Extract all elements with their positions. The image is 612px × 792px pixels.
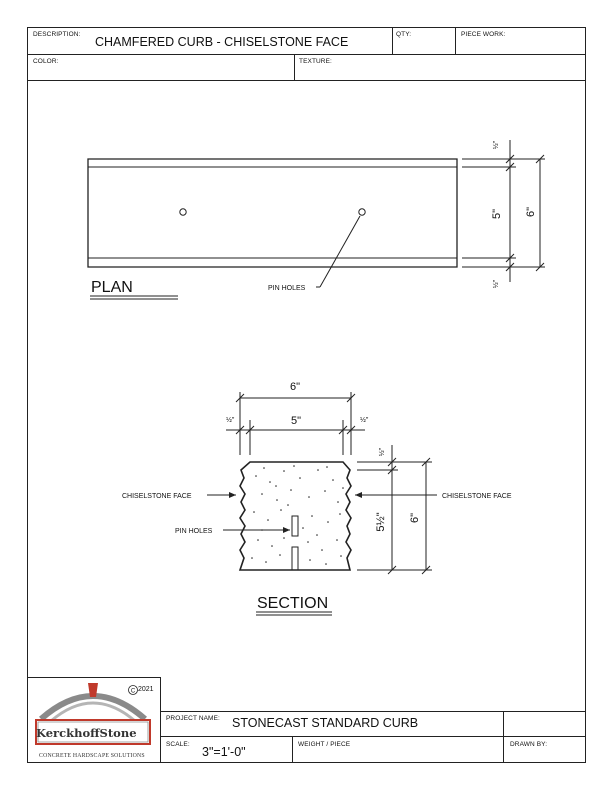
- description-label: DESCRIPTION:: [33, 31, 81, 38]
- plan-pin-leader: [320, 216, 360, 287]
- svg-text:C: C: [131, 689, 136, 695]
- kerckhoffstone-logo: C: [27, 683, 161, 763]
- project-name-label: PROJECT NAME:: [166, 715, 220, 722]
- description-value: CHAMFERED CURB - CHISELSTONE FACE: [95, 35, 349, 49]
- concrete-stipple: [251, 465, 344, 565]
- section-right-face-label: CHISELSTONE FACE: [442, 493, 512, 500]
- texture-cell: [294, 54, 586, 81]
- section-dim-top-half: ½": [378, 447, 386, 456]
- copyright-icon: [129, 686, 138, 695]
- drawn-by-cell: [503, 736, 586, 763]
- plan-heading: PLAN: [91, 279, 133, 296]
- plan-dim-inner: 5": [491, 209, 503, 219]
- weight-label: WEIGHT / PIECE: [298, 741, 351, 748]
- section-left-face-label: CHISELSTONE FACE: [122, 493, 192, 500]
- project-name-value: STONECAST STANDARD CURB: [232, 716, 419, 730]
- section-dim-inner-width: 5": [291, 415, 301, 427]
- section-dim-right-half: ½": [360, 416, 369, 424]
- plan-outline: [88, 159, 457, 267]
- section-heading: SECTION: [257, 595, 328, 612]
- copyright-year: 2021: [138, 686, 154, 693]
- section-dim-inner-height: 5½": [375, 512, 387, 531]
- scale-value: 3"=1'-0": [202, 745, 246, 759]
- color-label: COLOR:: [33, 58, 59, 65]
- section-pin-holes-label: PIN HOLES: [175, 528, 213, 535]
- section-dim-overall-width: 6": [290, 381, 300, 393]
- plan-dim-top-band: ½": [492, 140, 500, 149]
- project-extra-cell: [503, 711, 586, 737]
- qty-label: QTY:: [396, 31, 412, 38]
- section-profile: [240, 462, 351, 570]
- scale-label: SCALE:: [166, 741, 190, 748]
- logo-tagline: CONCRETE HARDSCAPE SOLUTIONS: [39, 753, 145, 759]
- plan-pin-hole-left: [180, 209, 186, 215]
- plan-dim-bottom-band: ½": [492, 279, 500, 288]
- piece-work-label: PIECE WORK:: [461, 31, 506, 38]
- texture-label: TEXTURE:: [299, 58, 332, 65]
- section-dim-left-half: ½": [226, 416, 235, 424]
- section-pin-hole-top: [292, 516, 298, 536]
- plan-dim-overall: 6": [525, 207, 537, 217]
- plan-pin-hole-right: [359, 209, 365, 215]
- logo-name: KerckhoffStone: [36, 726, 137, 740]
- plan-pin-holes-label: PIN HOLES: [268, 285, 306, 292]
- drawn-by-label: DRAWN BY:: [510, 741, 548, 748]
- section-pin-hole-bottom: [292, 547, 298, 570]
- section-dim-overall-height: 6": [409, 513, 421, 523]
